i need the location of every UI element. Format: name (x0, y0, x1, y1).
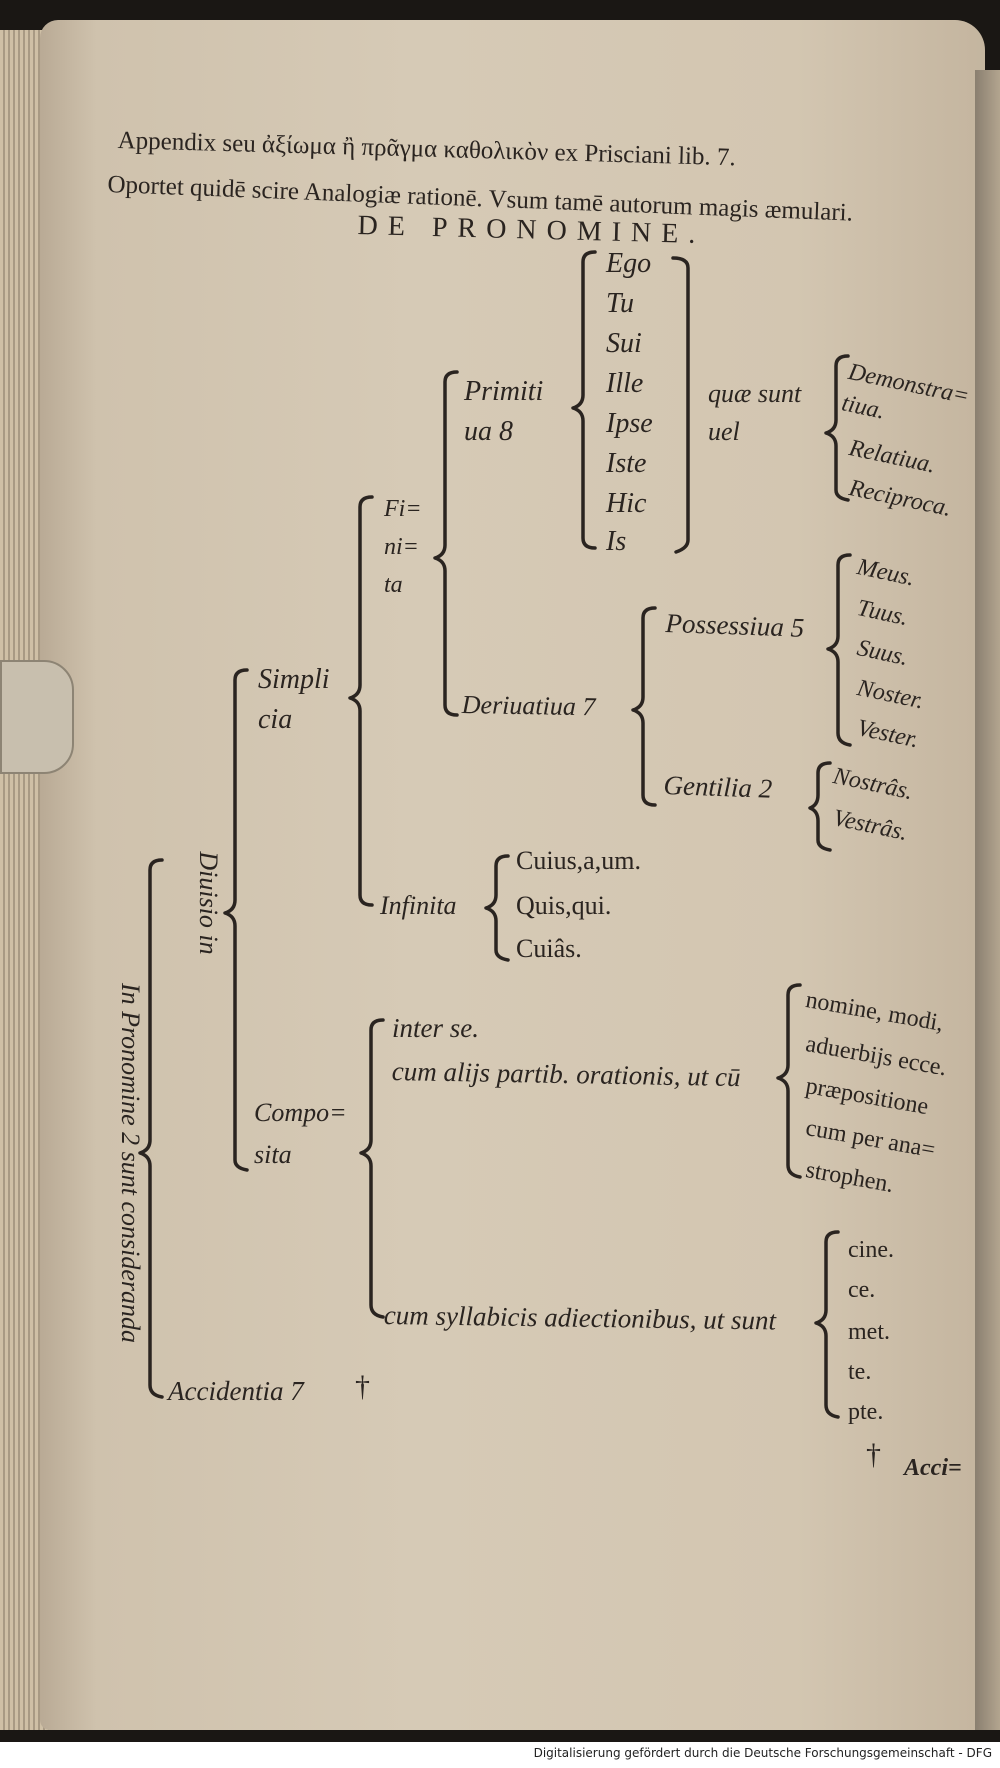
simplicia-label: Simpli cia (258, 664, 330, 735)
primitiua-item: Ille (606, 368, 644, 399)
syllabicis-item: te. (848, 1359, 872, 1385)
inter-se-label: inter se. (392, 1013, 479, 1043)
primitiua-label: Primiti ua 8 (464, 376, 544, 447)
infinita-item: Cuius,a,um. (516, 846, 641, 875)
book-page (40, 20, 985, 1730)
book-binding-edge (975, 70, 1000, 1730)
quae-sunt-label: quæ sunt uel (708, 379, 802, 446)
bookmark-tab (0, 660, 74, 774)
deriuatiua-label: Deriuatiua 7 (461, 690, 596, 722)
finita-label: Fi= ni= ta (384, 496, 422, 598)
dagger-mark: † (355, 1370, 370, 1403)
cum-alijs-label: cum alijs partib. orationis, ut cū (391, 1056, 741, 1093)
root-label-vertical: In Pronomine 2 sunt consideranda (116, 982, 145, 1344)
dagger-mark: † (866, 1438, 881, 1471)
syllabicis-item: pte. (848, 1399, 884, 1425)
footer-bar (0, 1742, 1000, 1768)
primitiua-item: Hic (606, 488, 647, 519)
cum-syllabicis-label: cum syllabicis adiectionibus, ut sunt (383, 1300, 777, 1336)
primitiua-item: Iste (606, 448, 647, 479)
primitiua-item: Ipse (606, 408, 653, 439)
primitiua-item: Is (606, 526, 627, 557)
gentilia-label: Gentilia 2 (663, 770, 773, 804)
infinita-item: Cuiâs. (516, 934, 582, 963)
composita-label: Compo= sita (254, 1098, 347, 1169)
possessiua-label: Possessiua 5 (665, 608, 805, 643)
divisio-label-vertical: Diuisio in (194, 851, 223, 955)
syllabicis-item: ce. (848, 1277, 876, 1303)
infinita-item: Quis,qui. (516, 891, 612, 920)
primitiua-item: Sui (606, 328, 642, 359)
footer-credit: Digitalisierung gefördert durch die Deut… (533, 1746, 992, 1760)
syllabicis-item: met. (848, 1319, 890, 1345)
primitiua-item: Tu (606, 288, 635, 319)
catchword: Acci= (904, 1455, 962, 1481)
primitiua-item: Ego (606, 248, 652, 279)
accidentia-label: Accidentia 7 (168, 1376, 304, 1406)
infinita-label: Infinita (380, 891, 457, 920)
syllabicis-item: cine. (848, 1237, 894, 1263)
